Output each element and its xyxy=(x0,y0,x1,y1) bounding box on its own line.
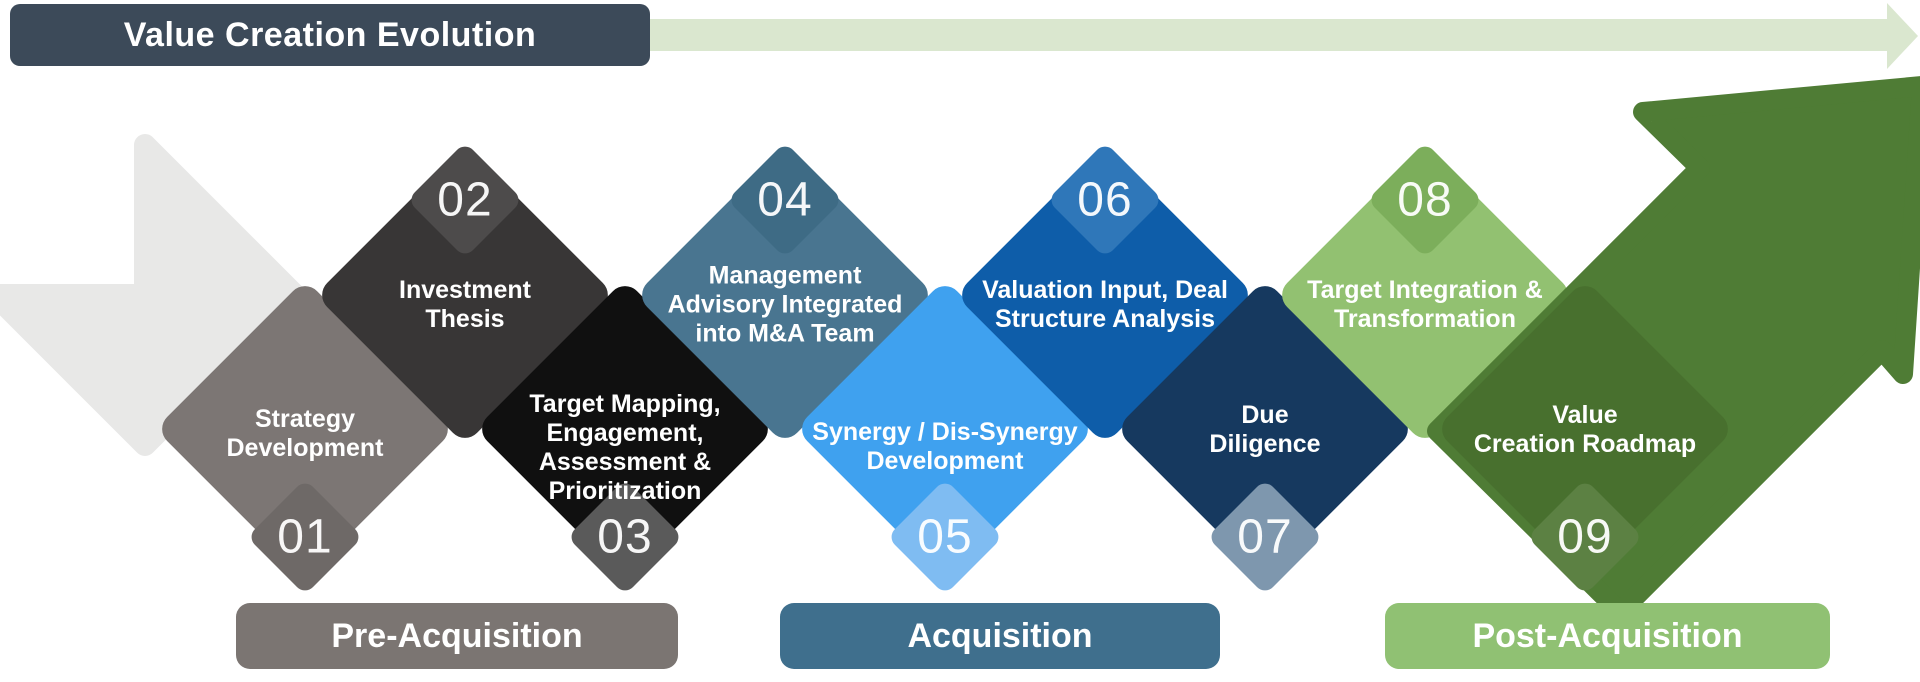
step-number-05: 05 xyxy=(917,510,973,564)
step-badge-04 xyxy=(731,146,839,254)
page-title: Value Creation Evolution xyxy=(123,15,537,54)
step-label-07: Due Diligence xyxy=(1209,401,1321,458)
step-label-04: Management Advisory Integrated into M&A … xyxy=(667,261,903,348)
phase-label-pre-acquisition: Pre-Acquisition xyxy=(331,616,583,655)
step-badge-08 xyxy=(1371,146,1479,254)
step-number-02: 02 xyxy=(437,173,493,227)
timeline-arrow xyxy=(600,3,1918,69)
step-label-01: Strategy Development xyxy=(226,405,384,462)
step-label-06: Valuation Input, Deal Structure Analysis xyxy=(982,276,1228,333)
step-badge-06 xyxy=(1051,146,1159,254)
step-number-01: 01 xyxy=(277,510,333,564)
step-number-08: 08 xyxy=(1397,173,1453,227)
step-label-03: Target Mapping, Engagement, Assessment &… xyxy=(529,390,721,505)
phase-bar-acquisition: Acquisition xyxy=(780,603,1220,669)
phase-bar-pre-acquisition: Pre-Acquisition xyxy=(236,603,678,669)
step-label-08: Target Integration & Transformation xyxy=(1307,276,1543,333)
flow-start-chevron-icon xyxy=(0,134,306,456)
step-diamond-06 xyxy=(962,152,1248,438)
step-number-03: 03 xyxy=(597,510,653,564)
step-diamond-07 xyxy=(1122,286,1408,572)
step-diamond-09 xyxy=(1442,286,1728,572)
step-badge-03 xyxy=(571,483,679,591)
step-badge-07 xyxy=(1211,483,1319,591)
step-number-06: 06 xyxy=(1077,173,1133,227)
step-diamond-05 xyxy=(802,286,1088,572)
step-number-09: 09 xyxy=(1557,510,1613,564)
step-label-05: Synergy / Dis-Synergy Development xyxy=(812,418,1078,475)
step-badge-05 xyxy=(891,483,999,591)
step-label-02: Investment Thesis xyxy=(399,276,531,333)
step-diamond-04 xyxy=(642,152,928,438)
phase-bar-post-acquisition: Post-Acquisition xyxy=(1385,603,1830,669)
flow-end-arrow-icon xyxy=(1427,76,1920,622)
step-badge-02 xyxy=(411,146,519,254)
step-number-07: 07 xyxy=(1237,510,1293,564)
title-bar: Value Creation Evolution xyxy=(10,4,650,66)
step-label-09: Value Creation Roadmap xyxy=(1473,401,1697,458)
step-badge-01 xyxy=(251,483,359,591)
step-diamond-02 xyxy=(322,152,608,438)
phase-label-post-acquisition: Post-Acquisition xyxy=(1472,616,1743,655)
phase-label-acquisition: Acquisition xyxy=(907,616,1093,655)
step-diamond-01 xyxy=(162,286,448,572)
step-badge-09 xyxy=(1531,483,1639,591)
step-diamond-03 xyxy=(482,286,768,572)
step-number-04: 04 xyxy=(757,173,813,227)
